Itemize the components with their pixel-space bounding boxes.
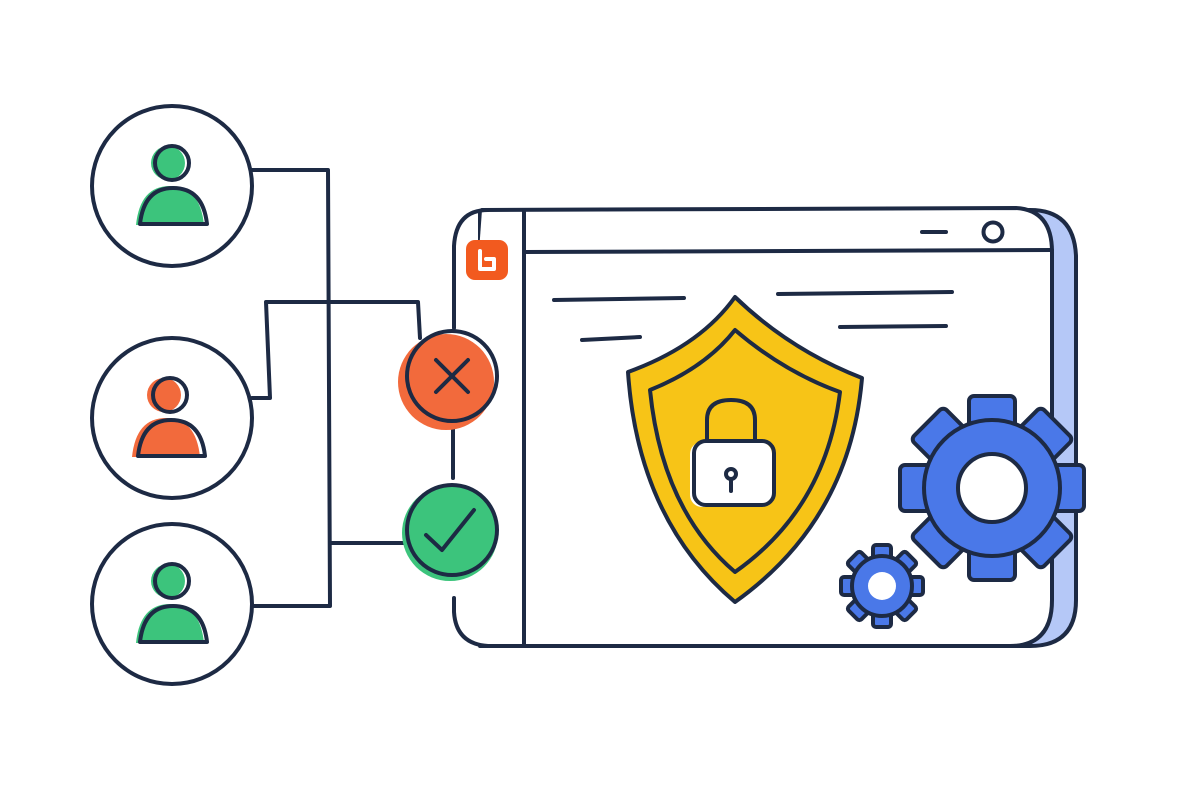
user-avatar-3[interactable] [90,522,254,686]
lock-icon [690,398,776,507]
connector-lines [248,168,455,608]
user-avatar-1[interactable] [90,104,254,268]
user-icon [136,562,209,644]
shield-lock-icon [626,295,864,604]
small-gear-icon [839,543,925,629]
user-icon [132,376,207,458]
maximize-icon[interactable] [981,220,1005,244]
text-lines [552,290,954,342]
user-icon [136,144,209,226]
check-icon [424,508,476,552]
brand-logo-icon[interactable] [466,240,508,280]
allow-badge[interactable] [402,483,499,581]
user-avatar-2[interactable] [90,336,254,500]
deny-badge[interactable] [398,329,499,430]
x-icon [434,358,470,394]
large-gear-icon [898,394,1086,582]
